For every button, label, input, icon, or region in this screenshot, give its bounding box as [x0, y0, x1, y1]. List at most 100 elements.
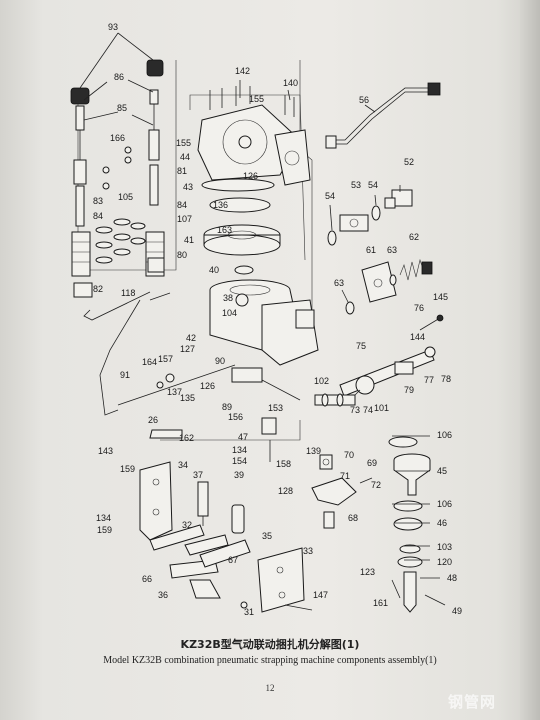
part-label: 153 [268, 403, 283, 413]
link-plate-32 [149, 524, 229, 556]
part-label: 107 [177, 214, 192, 224]
pipe-fitting-56 [427, 82, 441, 96]
part-label: 86 [114, 72, 124, 82]
part-label: 155 [176, 138, 191, 148]
part-label: 155 [249, 94, 264, 104]
part-label: 159 [120, 464, 135, 474]
part-label: 142 [235, 66, 250, 76]
part-label: 32 [182, 520, 192, 530]
part-label: 134 [232, 445, 247, 455]
figure-caption-chinese: KZ32B型气动联动捆扎机分解图(1) [180, 638, 360, 651]
part-label: 37 [193, 470, 203, 480]
part-label: 84 [177, 200, 187, 210]
part-label: 80 [177, 250, 187, 260]
part-label: 137 [167, 387, 182, 397]
part-label: 72 [371, 480, 381, 490]
bracket-34 [139, 461, 173, 541]
part-label: 126 [243, 171, 258, 181]
part-label: 139 [306, 446, 321, 456]
part-label: 44 [180, 152, 190, 162]
cam-70 [319, 454, 333, 470]
part-label: 106 [437, 499, 452, 509]
seal-ring-106a [388, 436, 418, 448]
part-label: 31 [244, 607, 254, 617]
air-pipe-56-edge [335, 91, 430, 145]
rod-48 [403, 571, 417, 613]
part-label: 66 [142, 574, 152, 584]
seal-ring-106b [393, 500, 423, 512]
part-label: 75 [356, 341, 366, 351]
linkage-39 [231, 504, 245, 534]
clip-118 [83, 291, 171, 321]
connecting-rod-90 [117, 364, 236, 406]
air-pipe-56 [335, 87, 430, 141]
wire-rod-91 [99, 299, 141, 416]
spring-62 [399, 258, 433, 281]
ring-120 [397, 556, 423, 568]
part-label: 159 [97, 525, 112, 535]
page-number: 12 [265, 683, 275, 693]
lower-assembly-boundary [160, 420, 301, 441]
link-67 [199, 539, 251, 568]
pin-76 [419, 317, 441, 331]
part-label: 77 [424, 375, 434, 385]
part-label: 47 [238, 432, 248, 442]
o-ring-stack-105 [95, 218, 146, 264]
left-valve-stack-1 [70, 87, 93, 298]
part-label: 46 [437, 518, 447, 528]
part-label: 73 [350, 405, 360, 415]
part-label: 63 [334, 278, 344, 288]
pipe-nut-56 [325, 135, 337, 149]
ring-46 [393, 517, 423, 531]
figure-caption-english: Model KZ32B combination pneumatic strapp… [103, 655, 437, 666]
part-label: 68 [348, 513, 358, 523]
part-label: 136 [213, 200, 228, 210]
o-ring-54b [371, 205, 381, 221]
shaft-153 [261, 379, 301, 401]
part-label: 61 [366, 245, 376, 255]
bolt-26 [149, 429, 183, 439]
part-label: 78 [441, 374, 451, 384]
valve-body-140 [274, 129, 311, 186]
bolts-142 [209, 86, 295, 117]
part-label: 161 [373, 598, 388, 608]
part-label: 42 [186, 333, 196, 343]
part-label: 43 [183, 182, 193, 192]
part-label: 36 [158, 590, 168, 600]
part-label: 127 [180, 344, 195, 354]
left-valve-stack-2 [145, 59, 165, 277]
part-label: 84 [93, 211, 103, 221]
part-label: 74 [363, 405, 373, 415]
small-rings-166 [102, 146, 132, 190]
part-label: 67 [228, 555, 238, 565]
washer-40 [234, 265, 254, 275]
part-label: 154 [232, 456, 247, 466]
part-label: 69 [367, 458, 377, 468]
part-label: 135 [180, 393, 195, 403]
ring-103 [399, 544, 421, 554]
part-label: 144 [410, 332, 425, 342]
bracket-47 [261, 417, 277, 462]
part-label: 26 [148, 415, 158, 425]
part-label: 39 [234, 470, 244, 480]
o-ring-54a [327, 230, 337, 246]
screw-68 [323, 511, 335, 529]
part-label: 120 [437, 557, 452, 567]
part-label: 89 [222, 402, 232, 412]
washer-164 [156, 381, 164, 389]
part-label: 163 [217, 225, 232, 235]
part-label: 79 [404, 385, 414, 395]
part-label: 45 [437, 466, 447, 476]
part-label: 71 [340, 471, 350, 481]
pin-49 [424, 594, 446, 606]
part-label: 63 [387, 245, 397, 255]
pin-161 [391, 579, 401, 599]
part-label: 90 [215, 356, 225, 366]
part-label: 123 [360, 567, 375, 577]
part-label: 103 [437, 542, 452, 552]
part-label: 41 [184, 235, 194, 245]
part-label: 93 [108, 22, 118, 32]
part-label: 104 [222, 308, 237, 318]
part-label: 128 [278, 486, 293, 496]
